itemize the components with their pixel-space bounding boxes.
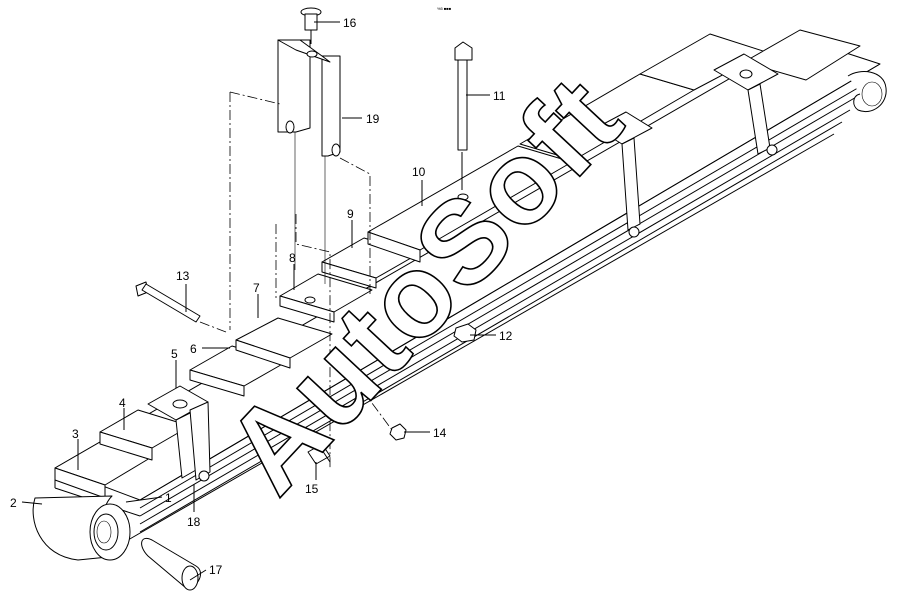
corner-mark: %5 ■■■: [437, 6, 452, 11]
callout-16: 16: [343, 16, 357, 30]
callout-9: 9: [347, 207, 354, 221]
assembly-lines: [199, 91, 393, 470]
middle-clamp: [595, 111, 653, 238]
callout-6: 6: [190, 342, 197, 356]
callout-19: 19: [366, 112, 380, 126]
callout-labels: 1 2 3 4 5 6 7 8 9 10 11 12 13 14 15 16 1…: [10, 16, 513, 577]
callout-4: 4: [119, 396, 126, 410]
callout-14: 14: [433, 426, 447, 440]
callout-2: 2: [10, 496, 17, 510]
bracket-assembly: [277, 7, 341, 284]
side-bolt: [135, 281, 201, 323]
callout-7: 7: [253, 281, 260, 295]
callout-5: 5: [171, 347, 178, 361]
front-eye: [32, 495, 201, 591]
callout-1: 1: [165, 491, 172, 505]
callout-13: 13: [176, 269, 190, 283]
leaf-stack: [54, 37, 881, 541]
callout-12: 12: [499, 329, 513, 343]
center-bolt: [454, 41, 473, 190]
callout-3: 3: [72, 427, 79, 441]
fasteners: [307, 323, 477, 465]
rear-eye: [847, 71, 887, 112]
leader-lines: [21, 21, 496, 581]
callout-18: 18: [187, 515, 201, 529]
callout-11: 11: [493, 89, 506, 103]
callout-17: 17: [209, 563, 223, 577]
callout-15: 15: [305, 482, 319, 496]
callout-8: 8: [289, 251, 296, 265]
front-clamp: [147, 385, 211, 482]
rear-clamp: [713, 53, 779, 156]
callout-10: 10: [412, 165, 426, 179]
watermark-text: AutoSoft: [200, 52, 647, 518]
leaf-steps: [54, 29, 861, 499]
